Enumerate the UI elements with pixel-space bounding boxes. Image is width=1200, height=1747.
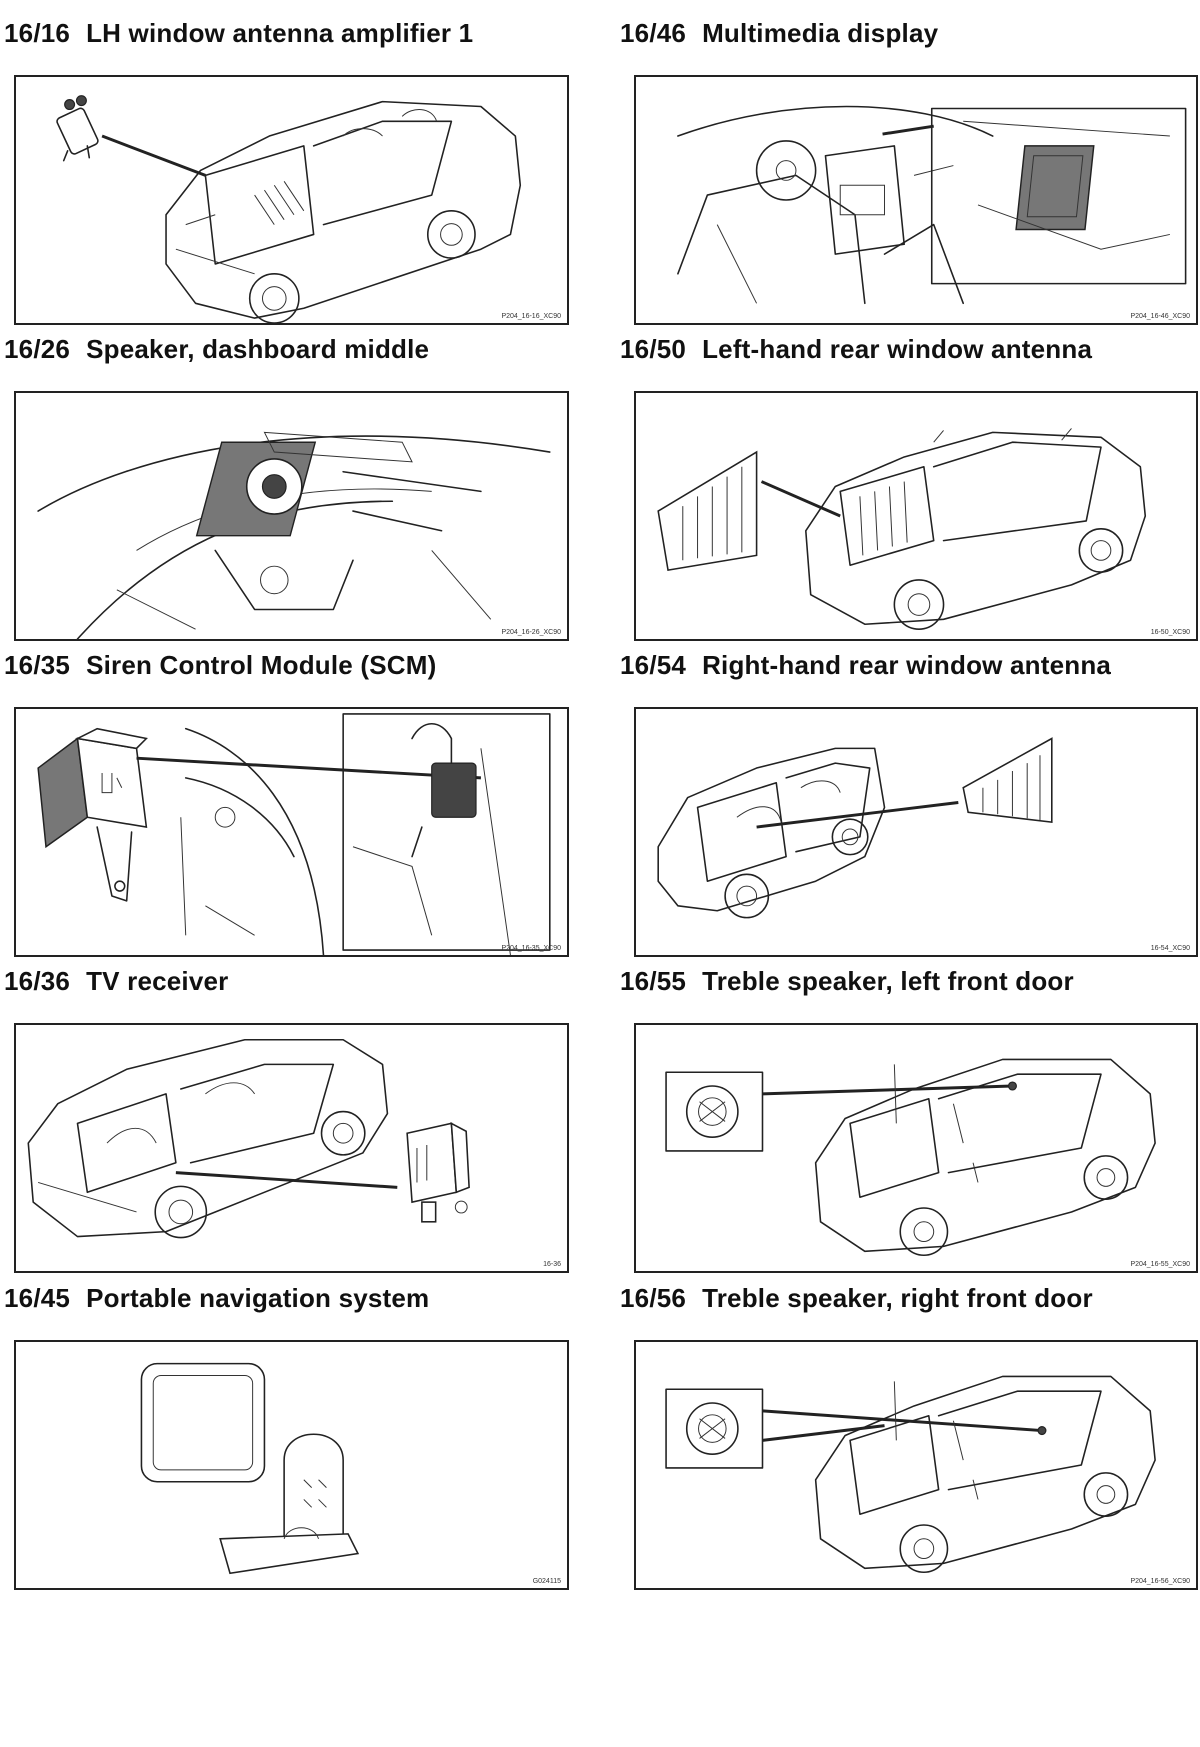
figure-ref: P204_16-56_XC90 xyxy=(1130,1578,1190,1585)
navigation-screen xyxy=(140,1362,266,1483)
illustration-dashboard-speaker: P204_16-26_XC90 xyxy=(14,391,569,641)
siren-illustration xyxy=(37,713,551,955)
section-16-36: 16/36 TV receiver xyxy=(0,948,600,1298)
illustration-left-antenna: 16-50_XC90 xyxy=(634,391,1198,641)
section-16-56: 16/56 Treble speaker, right front door xyxy=(600,1265,1200,1615)
section-title: Portable navigation system xyxy=(86,1283,430,1313)
section-16-26: 16/26 Speaker, dashboard middle P204_16-2… xyxy=(0,316,600,666)
car-illustration xyxy=(665,1058,1156,1257)
car-illustration xyxy=(657,737,1053,919)
car-outline xyxy=(805,428,1147,630)
figure-ref: 16-50_XC90 xyxy=(1150,629,1190,636)
illustration-tv-receiver: 16-36 xyxy=(14,1023,569,1273)
illustration-siren-module: P204_16-35_XC90 xyxy=(14,707,569,957)
siren-module-part xyxy=(37,727,148,902)
illustration-right-treble-speaker: P204_16-56_XC90 xyxy=(634,1340,1198,1590)
multimedia-display-part xyxy=(1015,145,1095,231)
illustration-antenna-amplifier: P204_16-16_XC90 xyxy=(14,75,569,325)
car-illustration xyxy=(665,1375,1156,1574)
illustration-left-treble-speaker: P204_16-55_XC90 xyxy=(634,1023,1198,1273)
figure-ref: P204_16-26_XC90 xyxy=(501,629,561,636)
speaker-part xyxy=(195,441,317,537)
treble-speaker-part xyxy=(685,1402,739,1455)
navigation-illustration xyxy=(140,1362,360,1575)
car-outline xyxy=(657,747,886,919)
section-code: 16/26 xyxy=(4,334,71,364)
section-title: TV receiver xyxy=(86,966,229,996)
figure-ref: 16-54_XC90 xyxy=(1150,945,1190,952)
car-illustration xyxy=(56,95,522,323)
section-heading: 16/54 Right-hand rear window antenna xyxy=(620,650,1111,681)
car-outline xyxy=(814,1375,1156,1574)
antenna-glass-part xyxy=(962,737,1053,824)
section-16-16: 16/16 LH window antenna amplifier 1 xyxy=(0,0,600,350)
section-title: Treble speaker, left front door xyxy=(702,966,1074,996)
section-code: 16/55 xyxy=(620,966,687,996)
navigation-holder xyxy=(219,1433,360,1575)
figure-ref: P204_16-35_XC90 xyxy=(501,945,561,952)
car-illustration xyxy=(657,428,1147,630)
section-code: 16/56 xyxy=(620,1283,687,1313)
figure-ref: G024115 xyxy=(532,1578,561,1585)
section-title: Siren Control Module (SCM) xyxy=(86,650,437,680)
section-heading: 16/36 TV receiver xyxy=(4,966,229,997)
section-heading: 16/46 Multimedia display xyxy=(620,18,938,49)
section-code: 16/35 xyxy=(4,650,71,680)
figure-ref: P204_16-55_XC90 xyxy=(1130,1261,1190,1268)
section-heading: 16/35 Siren Control Module (SCM) xyxy=(4,650,436,681)
illustration-navigation-system: G024115 xyxy=(14,1340,569,1590)
section-title: Right-hand rear window antenna xyxy=(702,650,1112,680)
section-heading: 16/45 Portable navigation system xyxy=(4,1283,429,1314)
car-illustration xyxy=(27,1038,470,1239)
section-heading: 16/55 Treble speaker, left front door xyxy=(620,966,1074,997)
section-16-46: 16/46 Multimedia display P204_16-46_XC90 xyxy=(600,0,1200,350)
section-16-35: 16/35 Siren Control Module (SCM) xyxy=(0,632,600,982)
antenna-glass-part xyxy=(657,450,758,572)
section-heading: 16/56 Treble speaker, right front door xyxy=(620,1283,1093,1314)
section-code: 16/54 xyxy=(620,650,687,680)
section-heading: 16/26 Speaker, dashboard middle xyxy=(4,334,429,365)
section-title: LH window antenna amplifier 1 xyxy=(86,18,474,48)
section-title: Left-hand rear window antenna xyxy=(702,334,1093,364)
section-heading: 16/50 Left-hand rear window antenna xyxy=(620,334,1092,365)
section-16-55: 16/55 Treble speaker, left front door xyxy=(600,948,1200,1298)
section-title: Multimedia display xyxy=(702,18,939,48)
section-code: 16/45 xyxy=(4,1283,71,1313)
figure-ref: P204_16-16_XC90 xyxy=(501,313,561,320)
section-heading: 16/16 LH window antenna amplifier 1 xyxy=(4,18,473,49)
interior-illustration xyxy=(677,105,1187,305)
illustration-multimedia-display: P204_16-46_XC90 xyxy=(634,75,1198,325)
car-outline xyxy=(27,1038,389,1239)
siren-installed xyxy=(411,722,477,858)
car-outline xyxy=(165,100,522,323)
section-code: 16/50 xyxy=(620,334,687,364)
tv-receiver-part xyxy=(406,1122,470,1223)
section-title: Speaker, dashboard middle xyxy=(86,334,430,364)
dashboard-illustration xyxy=(37,431,551,639)
car-outline xyxy=(814,1058,1156,1257)
section-16-50: 16/50 Left-hand rear window antenna xyxy=(600,316,1200,666)
treble-speaker-part xyxy=(685,1085,739,1138)
section-title: Treble speaker, right front door xyxy=(702,1283,1093,1313)
section-code: 16/16 xyxy=(4,18,71,48)
section-16-45: 16/45 Portable navigation system G024115 xyxy=(0,1265,600,1615)
figure-ref: 16-36 xyxy=(543,1261,561,1268)
section-code: 16/36 xyxy=(4,966,71,996)
section-code: 16/46 xyxy=(620,18,687,48)
illustration-right-antenna: 16-54_XC90 xyxy=(634,707,1198,957)
figure-ref: P204_16-46_XC90 xyxy=(1130,313,1190,320)
amplifier-part xyxy=(56,95,99,162)
